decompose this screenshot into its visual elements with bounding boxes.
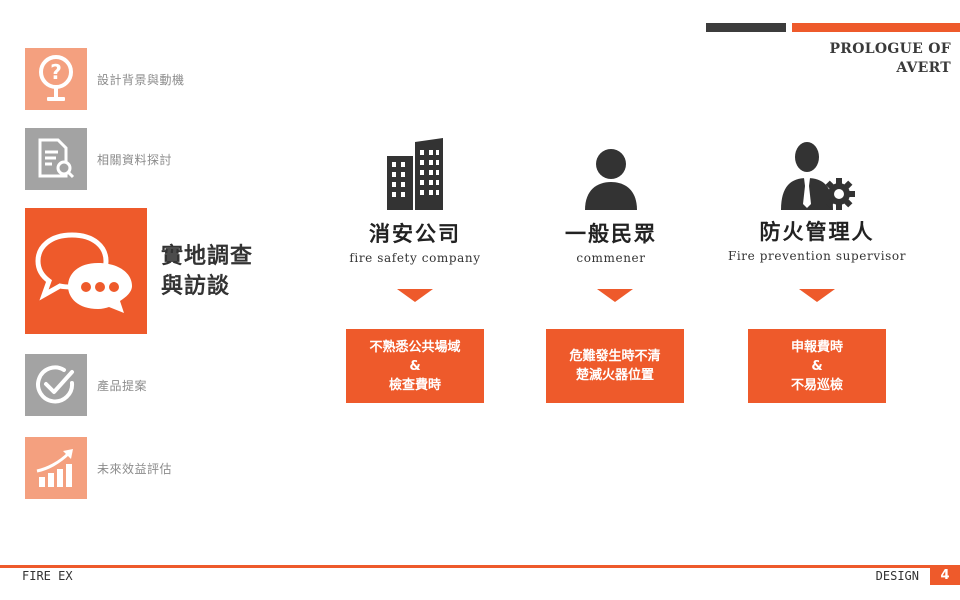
nav-item-proposal[interactable]: 產品提案 bbox=[25, 354, 147, 416]
footer-design-label: DESIGN bbox=[875, 569, 919, 583]
nav-tile-active bbox=[25, 208, 147, 334]
down-arrow-icon bbox=[799, 289, 835, 302]
nav-item-future-benefit[interactable]: 未來效益評估 bbox=[25, 437, 172, 499]
nav-item-field-survey[interactable]: 實地調查 與訪談 bbox=[25, 208, 253, 334]
pain-point-line: 楚滅火器位置 bbox=[575, 368, 654, 383]
footer-brand: FIRE EX bbox=[22, 569, 73, 583]
pain-point-line: 檢查費時 bbox=[388, 377, 441, 393]
nav-item-background[interactable]: ? 設計背景與動機 bbox=[25, 48, 185, 110]
pain-point-line: 申報費時 bbox=[790, 339, 843, 355]
chat-bubbles-icon bbox=[35, 232, 132, 313]
nav-tile bbox=[25, 437, 87, 499]
column-subtitle: Fire prevention supervisor bbox=[727, 249, 907, 263]
building-icon bbox=[387, 138, 443, 210]
question-pin-icon: ? bbox=[39, 55, 73, 101]
down-arrow-icon bbox=[597, 289, 633, 302]
page-title-line2: AVERT bbox=[896, 60, 951, 76]
nav-item-literature[interactable]: 相關資料探討 bbox=[25, 128, 172, 190]
page-title-line1: PROLOGUE OF bbox=[829, 41, 951, 57]
column-title: 消安公司 bbox=[369, 222, 461, 246]
header-bar-orange bbox=[792, 23, 960, 32]
nav-label-active: 實地調查 與訪談 bbox=[161, 241, 253, 301]
column-fire-prevention-supervisor: 防火管理人 Fire prevention supervisor bbox=[717, 140, 917, 263]
column-title: 一般民眾 bbox=[565, 222, 657, 246]
nav-tile bbox=[25, 354, 87, 416]
nav-label: 未來效益評估 bbox=[97, 461, 173, 476]
pain-point-line: 危難發生時不清 bbox=[569, 349, 661, 364]
column-title: 防火管理人 bbox=[759, 220, 875, 244]
down-arrow-icon bbox=[397, 289, 433, 302]
pain-point-line: & bbox=[811, 358, 823, 374]
check-circle-icon bbox=[36, 365, 75, 404]
svg-text:?: ? bbox=[50, 60, 62, 84]
manager-gear-icon bbox=[781, 142, 855, 210]
nav-label: 相關資料探討 bbox=[97, 152, 173, 167]
column-fire-safety-company: 消安公司 fire safety company bbox=[315, 138, 515, 265]
column-subtitle: fire safety company bbox=[349, 251, 481, 265]
nav-label-line2: 與訪談 bbox=[161, 273, 231, 299]
pain-point-box: 危難發生時不清 楚滅火器位置 bbox=[546, 329, 684, 403]
nav-label-line1: 實地調查 bbox=[161, 243, 254, 269]
pain-point-box: 申報費時 & 不易巡檢 bbox=[748, 329, 886, 403]
pain-point-line: 不熟悉公共場域 bbox=[369, 339, 461, 355]
footer-divider bbox=[0, 565, 960, 568]
nav-tile: ? bbox=[25, 48, 87, 110]
page-number: 4 bbox=[930, 566, 960, 585]
pain-point-box: 不熟悉公共場域 & 檢查費時 bbox=[346, 329, 484, 403]
column-subtitle: commener bbox=[576, 251, 646, 265]
growth-chart-icon bbox=[36, 449, 73, 487]
pain-point-line: & bbox=[409, 358, 421, 374]
page-title: PROLOGUE OF AVERT bbox=[829, 40, 951, 78]
header-bar-dark bbox=[706, 23, 786, 32]
nav-label: 產品提案 bbox=[97, 378, 148, 393]
nav-label: 設計背景與動機 bbox=[97, 72, 185, 87]
column-general-public: 一般民眾 commener bbox=[511, 146, 711, 265]
nav-tile bbox=[25, 128, 87, 190]
document-search-icon bbox=[38, 138, 75, 179]
person-icon bbox=[585, 149, 637, 210]
pain-point-line: 不易巡檢 bbox=[790, 377, 843, 393]
